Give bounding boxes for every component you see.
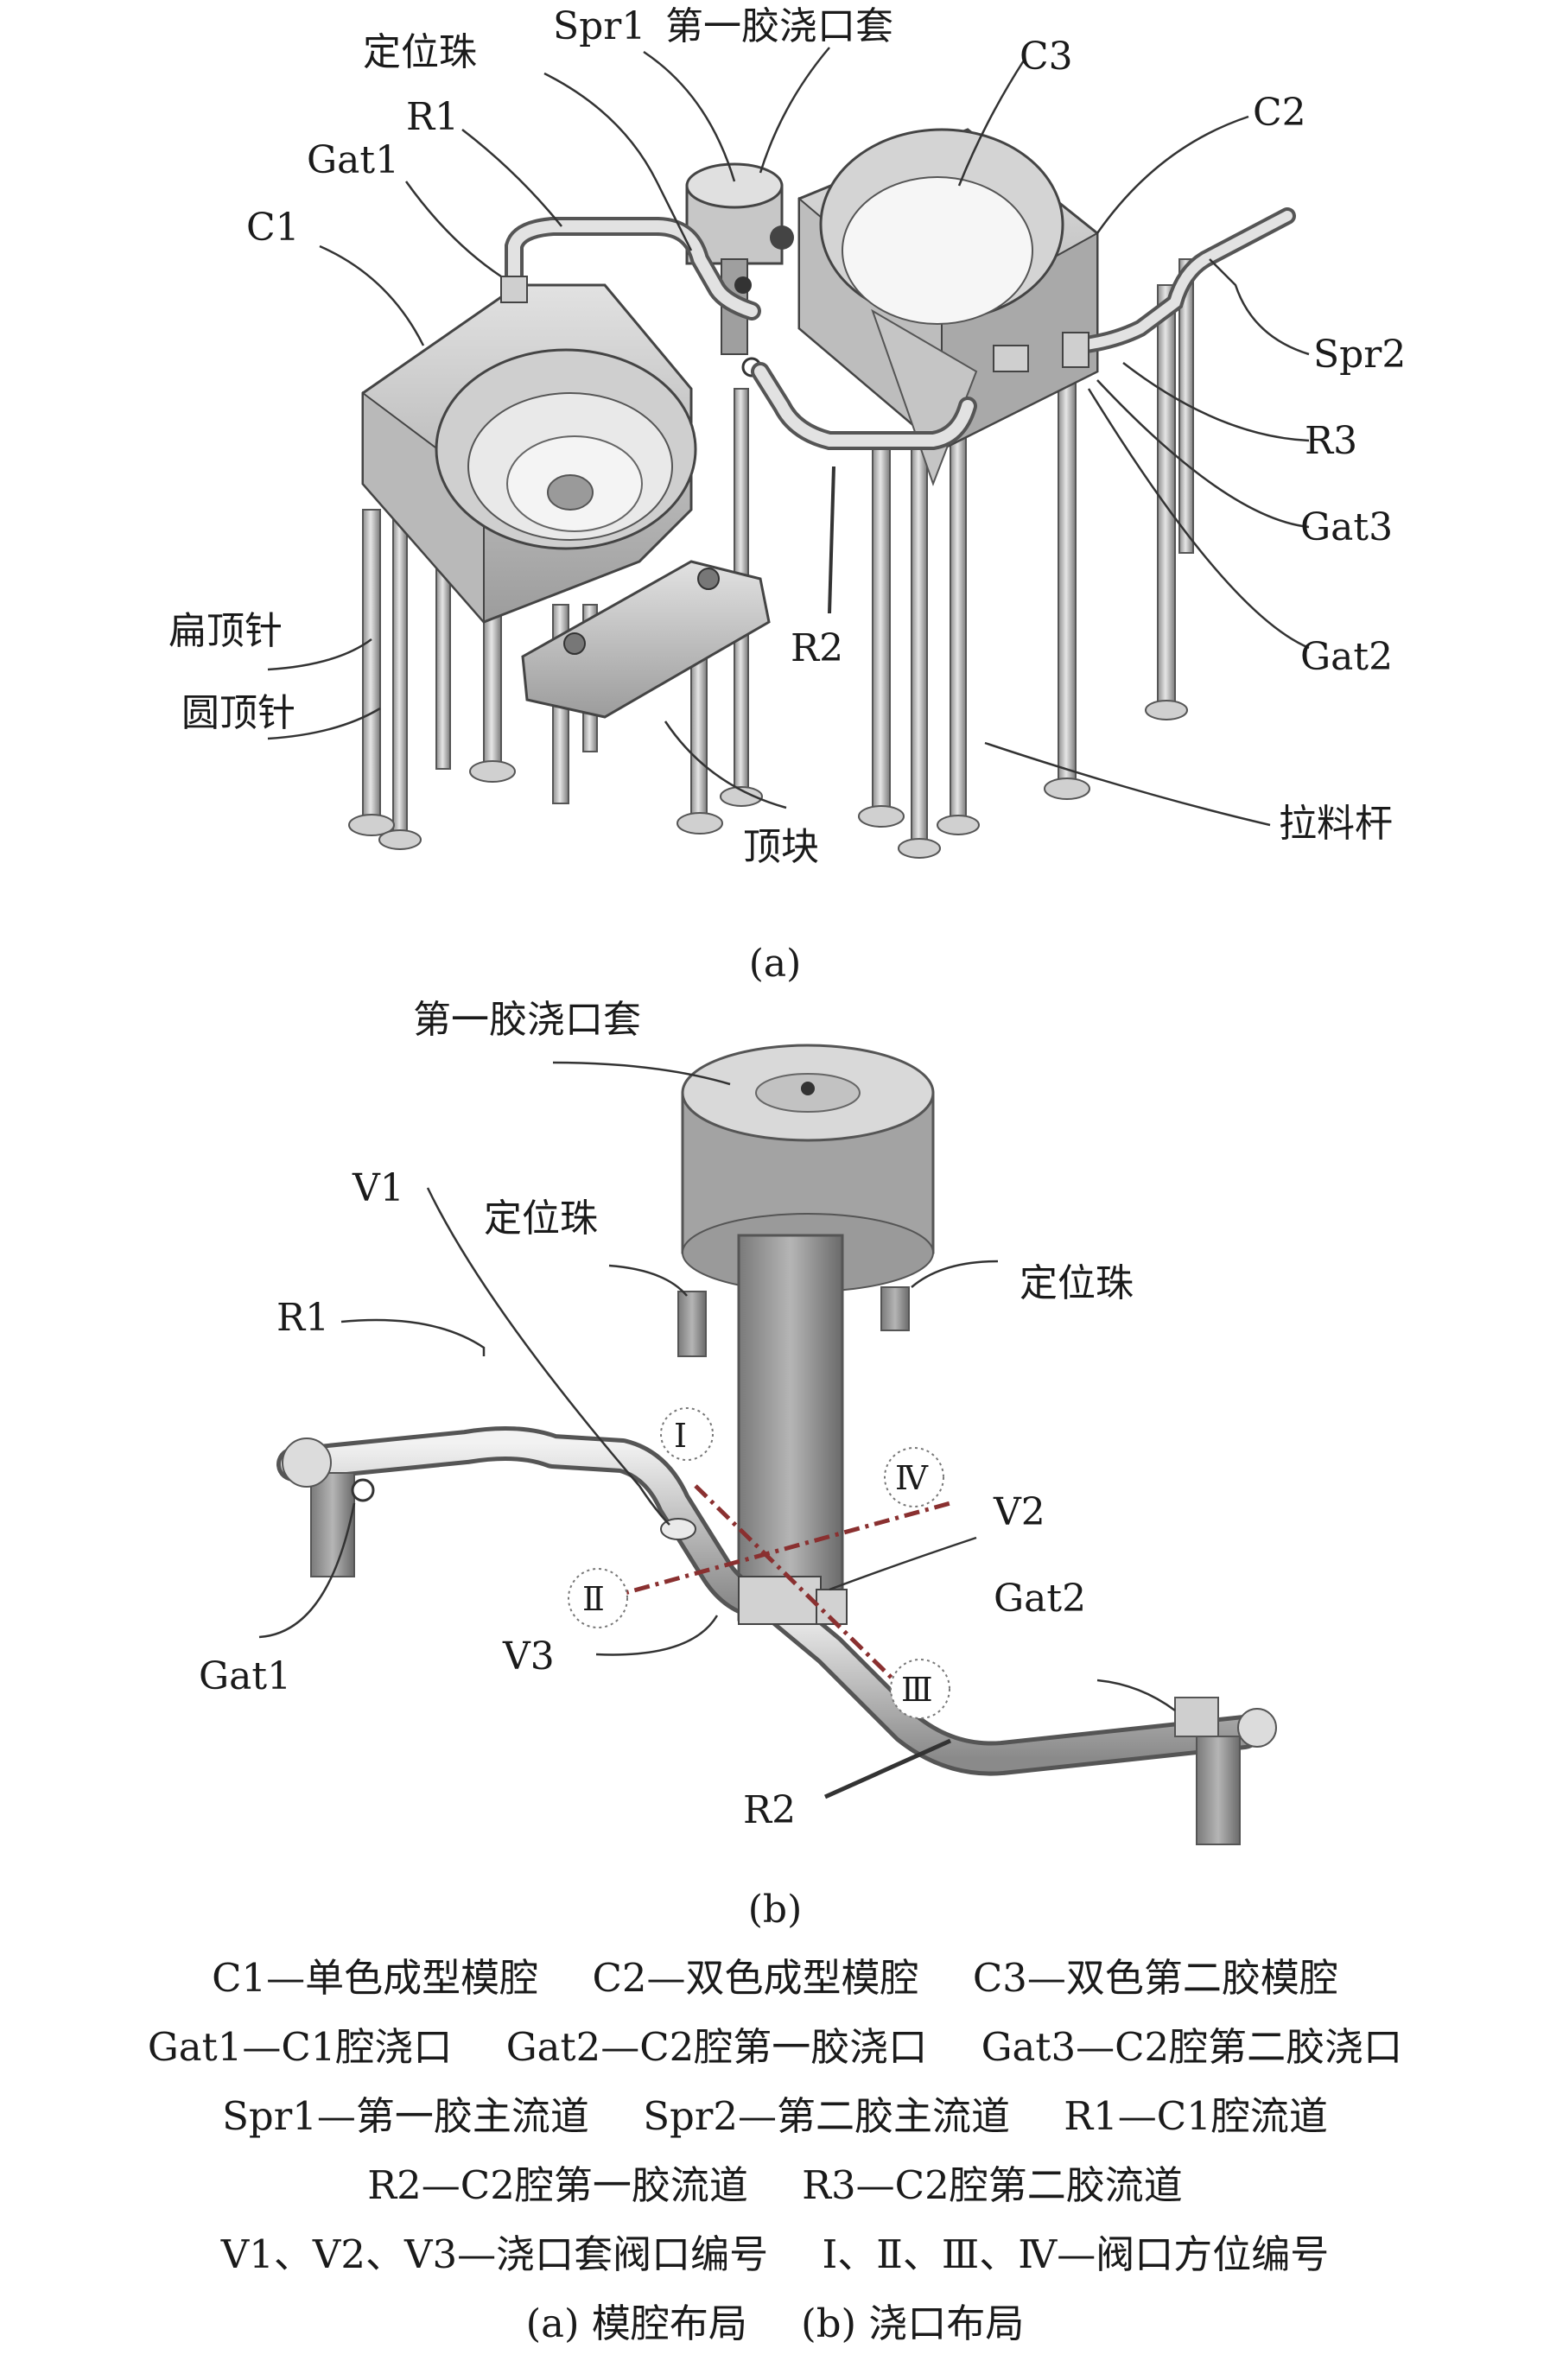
callout-r1: R1 bbox=[406, 95, 459, 139]
legend-item: Gat2—C2腔第一胶浇口 bbox=[505, 2024, 928, 2070]
caption-line: (a) 模腔布局 (b) 浇口布局 bbox=[0, 2289, 1550, 2358]
legend-line: R2—C2腔第一胶流道 R3—C2腔第二胶流道 bbox=[0, 2151, 1550, 2220]
callout-v3: V3 bbox=[502, 1634, 555, 1679]
callout-dingweizhu-right: 定位珠 bbox=[1020, 1261, 1134, 1305]
locating-balls bbox=[677, 1286, 910, 1357]
figure-a-cavity-layout: 定位珠 Spr1 第一胶浇口套 C3 C2 R1 Gat1 C1 Spr2 R3… bbox=[0, 0, 1550, 873]
callout-dingweizhu-left: 定位珠 bbox=[484, 1196, 598, 1241]
legend-item: R1—C1腔流道 bbox=[1064, 2093, 1328, 2139]
legend-line: Spr1—第一胶主流道 Spr2—第二胶主流道 R1—C1腔流道 bbox=[0, 2082, 1550, 2151]
ejector-pin-heads bbox=[348, 700, 1188, 859]
callout-pos-4: Ⅳ bbox=[895, 1459, 929, 1497]
subfigure-label-a: (a) bbox=[748, 942, 802, 986]
callout-ejector-block: 顶块 bbox=[743, 825, 819, 869]
legend-item: Spr1—第一胶主流道 bbox=[222, 2093, 589, 2139]
callout-c3: C3 bbox=[1020, 35, 1073, 79]
callout-round-ejector: 圆顶针 bbox=[181, 691, 295, 735]
legend-item: R3—C2腔第二胶流道 bbox=[802, 2162, 1183, 2208]
callout-gat1: Gat1 bbox=[307, 138, 399, 182]
leader-lines bbox=[258, 1061, 1176, 1799]
gate-gat1 bbox=[282, 1438, 375, 1577]
legend-item: Ⅰ、Ⅱ、Ⅲ、Ⅳ—阀口方位编号 bbox=[822, 2231, 1330, 2277]
legend-item: Spr2—第二胶主流道 bbox=[643, 2093, 1010, 2139]
legend-item: Gat1—C1腔浇口 bbox=[147, 2024, 453, 2070]
cavity-c1 bbox=[361, 283, 697, 625]
direction-markers bbox=[568, 1407, 950, 1719]
callout-pos-1: Ⅰ bbox=[674, 1417, 687, 1455]
valve-block bbox=[660, 1518, 848, 1625]
callout-r2: R2 bbox=[743, 1788, 796, 1832]
legend-item: C3—双色第二胶模腔 bbox=[972, 1955, 1338, 2001]
callout-first-sprue-bush: 第一胶浇口套 bbox=[665, 4, 893, 48]
callout-r3: R3 bbox=[1305, 419, 1357, 463]
runner-r1 bbox=[276, 1426, 778, 1620]
callout-c2: C2 bbox=[1253, 91, 1306, 135]
caption-a: (a) 模腔布局 bbox=[525, 2301, 747, 2346]
caption-b: (b) 浇口布局 bbox=[801, 2301, 1025, 2346]
leader-lines bbox=[267, 47, 1310, 827]
gate-gat2 bbox=[1174, 1697, 1277, 1845]
callout-v1: V1 bbox=[352, 1166, 404, 1210]
callout-gat2: Gat2 bbox=[994, 1577, 1086, 1621]
ejector-block bbox=[521, 560, 771, 719]
legend-line: C1—单色成型模腔 C2—双色成型模腔 C3—双色第二胶模腔 bbox=[0, 1944, 1550, 2013]
legend-item: C2—双色成型模腔 bbox=[592, 1955, 919, 2001]
callout-pos-3: Ⅲ bbox=[901, 1671, 933, 1709]
callout-gat3: Gat3 bbox=[1300, 505, 1393, 549]
legend-line: Gat1—C1腔浇口 Gat2—C2腔第一胶浇口 Gat3—C2腔第二胶浇口 bbox=[0, 2013, 1550, 2082]
callout-gat1: Gat1 bbox=[199, 1654, 291, 1698]
direction-lines bbox=[574, 1484, 951, 1686]
callout-c1: C1 bbox=[246, 206, 300, 250]
callout-spr1: Spr1 bbox=[553, 4, 645, 48]
legend-item: C1—单色成型模腔 bbox=[212, 1955, 539, 2001]
callout-r2: R2 bbox=[791, 626, 843, 670]
legend-item: V1、V2、V3—浇口套阀口编号 bbox=[220, 2231, 769, 2277]
figure-legend: C1—单色成型模腔 C2—双色成型模腔 C3—双色第二胶模腔 Gat1—C1腔浇… bbox=[0, 1944, 1550, 2358]
callout-r1: R1 bbox=[276, 1296, 329, 1340]
callout-flat-ejector: 扁顶针 bbox=[168, 609, 283, 653]
callout-first-sprue-bush: 第一胶浇口套 bbox=[413, 998, 641, 1042]
legend-item: Gat3—C2腔第二胶浇口 bbox=[981, 2024, 1403, 2070]
figure-b-gate-layout: 第一胶浇口套 V1 定位珠 定位珠 R1 Ⅰ Ⅳ V2 Ⅱ V3 Ⅲ Gat2 … bbox=[0, 968, 1550, 1849]
legend-item: R2—C2腔第一胶流道 bbox=[367, 2162, 748, 2208]
sprue-bush bbox=[681, 1044, 935, 1622]
runner-spr2-r3 bbox=[1071, 207, 1296, 354]
callout-gat2: Gat2 bbox=[1300, 635, 1393, 679]
subfigure-label-b: (b) bbox=[747, 1888, 803, 1932]
gate-blocks bbox=[500, 276, 1089, 372]
callout-spr2: Spr2 bbox=[1313, 333, 1406, 377]
runner-r2 bbox=[760, 1590, 1261, 1776]
legend-line: V1、V2、V3—浇口套阀口编号 Ⅰ、Ⅱ、Ⅲ、Ⅳ—阀口方位编号 bbox=[0, 2220, 1550, 2289]
callout-dingweizhu: 定位珠 bbox=[363, 30, 477, 74]
runner-r2 bbox=[751, 362, 977, 450]
callout-pos-2: Ⅱ bbox=[582, 1580, 605, 1618]
callout-v2: V2 bbox=[993, 1490, 1045, 1534]
callout-sprue-puller: 拉料杆 bbox=[1279, 802, 1393, 846]
